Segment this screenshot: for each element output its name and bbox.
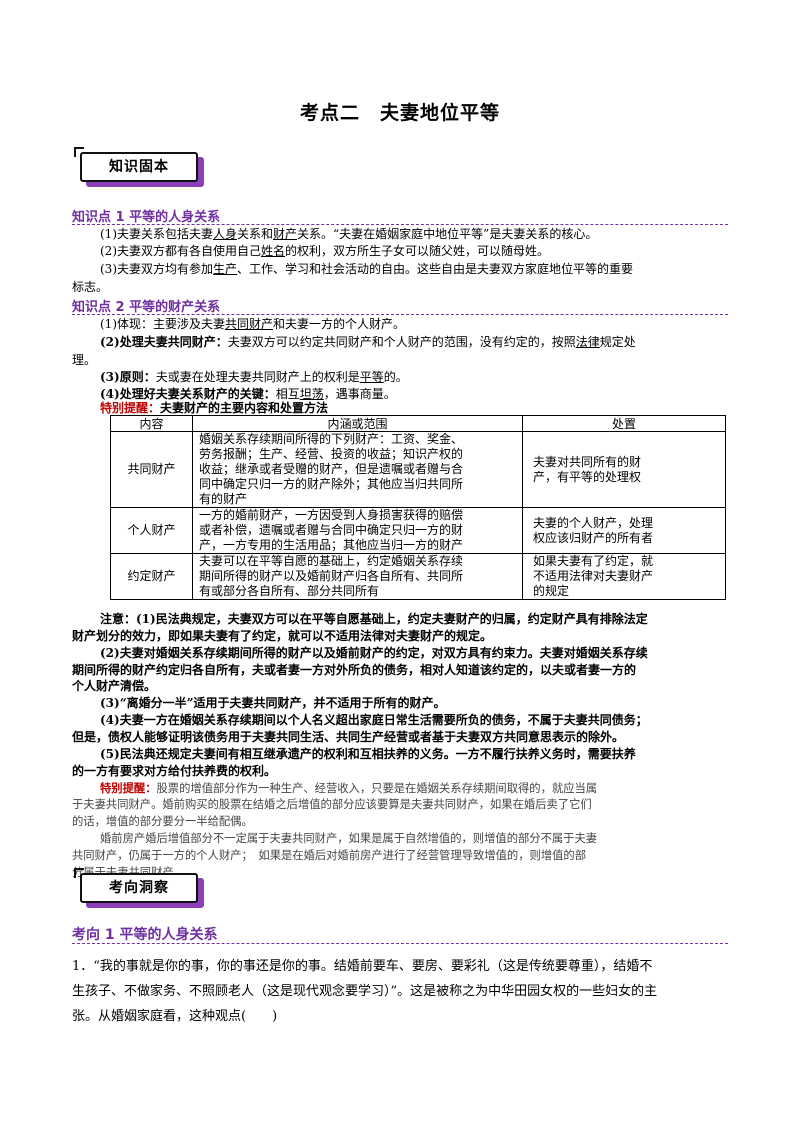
note-2b: 期间所得的财产约定归各自所有，夫或者妻一方对外所负的债务，相对人知道该约定的，以… (72, 663, 637, 677)
table-cell-name: 约定财产 (110, 553, 193, 600)
table-header: 内涵或范围 (192, 415, 523, 432)
badge-label: 考向洞察 (80, 873, 198, 903)
table-header: 处置 (522, 415, 726, 432)
table-row: 个人财产 一方的婚前财产，一方因受到人身损害获得的赔偿或者补偿，遗嘱或者赠与合同… (110, 507, 726, 554)
tip2-p2a: 婚前房产婚后增值部分不一定属于夫妻共同财产，如果是属于自然增值的，则增值的部分不… (100, 832, 598, 845)
note-4b: 但是，债权人能够证明该债务用于夫妻共同生活、共同生产经营或者基于夫妻双方共同意思… (72, 730, 625, 744)
table-cell-scope: 一方的婚前财产，一方因受到人身损害获得的赔偿或者补偿，遗嘱或者赠与合同中确定只归… (192, 507, 523, 554)
table-header: 内容 (110, 415, 193, 432)
k2-line-3: (3)原则：夫或妻在处理夫妻共同财产上的权利是平等的。 (100, 370, 408, 384)
k1-line-1: (1)夫妻关系包括夫妻人身关系和财产关系。“夫妻在婚姻家庭中地位平等”是夫妻关系… (100, 227, 598, 241)
property-table: 内容 内涵或范围 处置 共同财产 婚姻关系存续期间所得的下列财产：工资、奖金、劳… (110, 415, 726, 600)
tip2-p1a: 特别提醒：股票的增值部分作为一种生产、经营收入，只要是在婚姻关系存续期间取得的，… (100, 781, 598, 795)
note-2c: 个人财产清偿。 (72, 679, 157, 693)
question-1-line-2: 生孩子、不做家务、不照顾老人（这是现代观念要学习）”。这是被称之为中华田园女权的… (72, 984, 658, 999)
k1-line-3: (3)夫妻双方均有参加生产、工作、学习和社会活动的自由。这些自由是夫妻双方家庭地… (100, 262, 634, 276)
tip2-p2b: 共同财产，仍属于一方的个人财产； 如果是在婚后对婚前房产进行了经营管理导致增值的… (72, 849, 587, 862)
table-cell-scope: 婚姻关系存续期间所得的下列财产：工资、奖金、劳务报酬；生产、经营、投资的收益；知… (192, 431, 523, 508)
table-row: 共同财产 婚姻关系存续期间所得的下列财产：工资、奖金、劳务报酬；生产、经营、投资… (110, 431, 726, 508)
page-title: 考点二 夫妻地位平等 (299, 102, 500, 124)
tip2-p1b: 于夫妻共同财产。婚前购买的股票在结婚之后增值的部分应该要算是夫妻共同财产，如果在… (72, 798, 592, 811)
k1-line-2: (2)夫妻双方都有各自使用自己姓名的权利，双方所生子女可以随父姓，可以随母姓。 (100, 244, 550, 258)
table-cell-name: 个人财产 (110, 507, 193, 554)
k2-line-2: (2)处理夫妻共同财产：夫妻双方可以约定共同财产和个人财产的范围，没有约定的，按… (100, 335, 636, 349)
note-3: (3)“离婚分一半”适用于夫妻共同财产，并不适用于所有的财产。 (100, 696, 446, 710)
direction-1-heading: 考向 1 平等的人身关系 (72, 927, 218, 943)
note-4a: (4)夫妻一方在婚姻关系存续期间以个人名义超出家庭日常生活需要所负的债务，不属于… (100, 713, 648, 727)
k2-line-2-cont: 理。 (72, 353, 97, 367)
k2-line-4: (4)处理好夫妻关系财产的关键：相互坦荡，遇事商量。 (100, 387, 396, 401)
knowledge-point-2-heading: 知识点 2 平等的财产关系 (72, 300, 221, 315)
note-1a: 注意：(1)民法典规定，夫妻双方可以在平等自愿基础上，约定夫妻财产的归属，约定财… (100, 612, 648, 626)
question-1-line-3: 张。从婚姻家庭看，这种观点( ) (72, 1009, 278, 1024)
badge-label: 知识固本 (80, 152, 198, 182)
tip2-p1c: 的话，增值的部分要分一半给配偶。 (72, 815, 253, 828)
note-1b: 财产划分的效力，即如果夫妻有了约定，就可以不适用法律对夫妻财产的规定。 (72, 629, 493, 643)
table-cell-name: 共同财产 (110, 431, 193, 508)
table-cell-handle: 如果夫妻有了约定，就不适用法律对夫妻财产的规定 (522, 553, 726, 600)
k1-line-3-cont: 标志。 (72, 280, 109, 294)
k2-line-1: (1)体现：主要涉及夫妻共同财产和夫妻一方的个人财产。 (100, 317, 406, 331)
table-header-row: 内容 内涵或范围 处置 (110, 415, 726, 432)
note-2a: (2)夫妻对婚姻关系存续期间所得的财产以及婚前财产的约定，对双方具有约束力。夫妻… (100, 646, 648, 660)
table-cell-handle: 夫妻对共同所有的财产，有平等的处理权 (522, 431, 726, 508)
note-5b: 的一方有要求对方给付扶养费的权利。 (72, 764, 277, 778)
table-cell-handle: 夫妻的个人财产，处理权应该归财产的所有者 (522, 507, 726, 554)
knowledge-point-1-heading: 知识点 1 平等的人身关系 (72, 210, 221, 225)
note-5a: (5)民法典还规定夫妻间有相互继承遗产的权利和互相扶养的义务。一方不履行扶养义务… (100, 747, 636, 761)
k2-tip: 特别提醒：夫妻财产的主要内容和处置方法 (100, 401, 329, 415)
table-cell-scope: 夫妻可以在平等自愿的基础上，约定婚姻关系存续期间所得的财产以及婚前财产归各自所有… (192, 553, 523, 600)
table-row: 约定财产 夫妻可以在平等自愿的基础上，约定婚姻关系存续期间所得的财产以及婚前财产… (110, 553, 726, 600)
question-1-line-1: 1．“我的事就是你的事，你的事还是你的事。结婚前要车、要房、要彩礼（这是传统要尊… (72, 959, 653, 974)
